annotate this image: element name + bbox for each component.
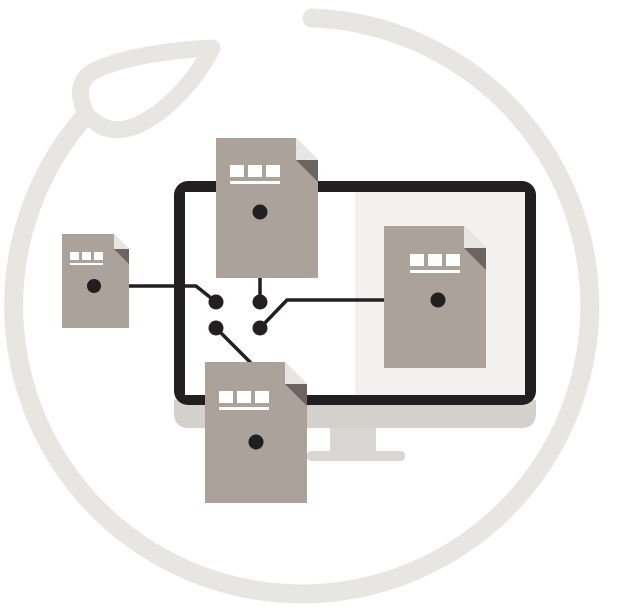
connector-node-icon [208,294,224,310]
document-bottom-fold-top [285,362,307,384]
document-top-header-line [230,181,280,184]
connector-node-icon [252,204,268,220]
document-left-header-block [94,252,103,260]
document-bottom-fold [285,384,307,406]
document-top-fold-top [296,138,318,160]
document-bottom-header-block [219,391,233,403]
connector-node-icon [208,320,224,336]
document-icon-bottom [205,362,307,503]
arrow-leaf [71,39,221,139]
document-right-fold [464,248,486,270]
document-icon-top [216,138,318,278]
document-left-fold-top [114,234,129,249]
document-top-header-block [266,165,280,177]
document-right-header-block [428,254,442,266]
document-bottom-header-block [255,391,269,403]
connector-node-icon [248,434,264,450]
hub-nodes [208,294,268,336]
document-dots [87,204,446,450]
document-right-header-line [410,270,460,273]
connector-node-icon [252,320,268,336]
document-right-fold-top [464,226,486,248]
document-top-fold [296,160,318,182]
connector-node-icon [252,294,268,310]
document-left-fold [114,249,129,264]
circular-arrow-icon [4,8,600,604]
document-bottom-header-block [237,391,251,403]
document-top-header-block [230,165,244,177]
connector-node-icon [430,292,446,308]
document-right-header-block [410,254,424,266]
connector-node-icon [87,279,101,293]
monitor-base [307,451,405,461]
document-left-header-block [70,252,79,260]
document-left-header-block [82,252,91,260]
circle-ring [4,8,600,604]
document-bottom-header-line [219,407,269,410]
document-top-header-block [248,165,262,177]
document-left-header-line [70,263,103,265]
document-right-header-block [446,254,460,266]
